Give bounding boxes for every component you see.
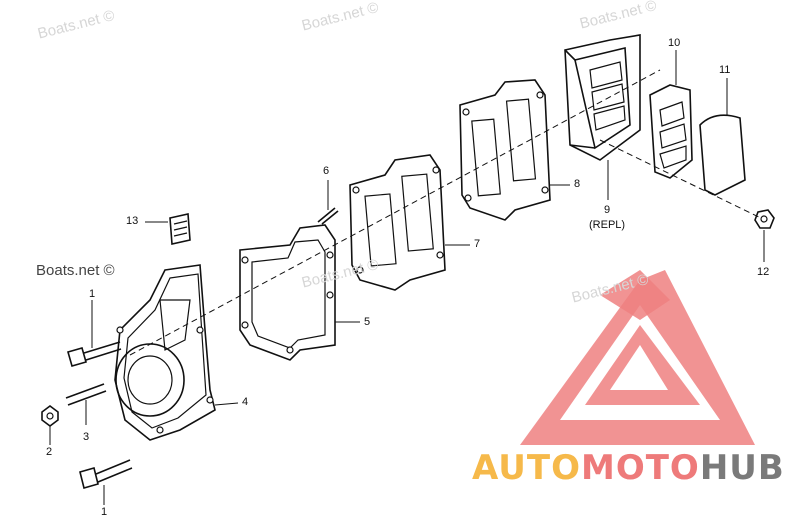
autumotohub-logo-mark [520,270,755,445]
part-6-screw [317,180,339,225]
callout-12: 12 [757,266,770,278]
part-1-bolt-top [67,300,122,367]
brand-wordmark: AUTOMOTOHUB [472,448,785,488]
callout-9-note: (REPL) [589,219,626,231]
brand-part-moto: MOTO [580,448,700,488]
brand-part-hub: HUB [699,448,785,488]
part-10-reed-petal [649,50,693,179]
callout-11: 11 [719,64,731,76]
part-13-plate [145,213,191,245]
assembly-centerline [129,69,661,356]
callout-6: 6 [323,165,330,177]
assembly-centerline-lower [599,139,766,221]
part-12-screw [754,209,775,262]
brand-part-auto: AUTO [472,448,581,488]
callout-1-top: 1 [89,288,96,300]
callout-4: 4 [242,396,249,408]
callout-5: 5 [364,316,371,328]
watermark-text-strong: Boats.net © [36,262,115,279]
callout-2: 2 [46,446,53,458]
part-7-reed-plate [349,154,470,291]
callout-9: 9 [604,204,611,216]
callout-1-bottom: 1 [101,506,108,518]
part-9-reed-block [564,34,641,200]
part-5-gasket [239,224,360,361]
part-1-bolt-bottom [79,459,133,505]
part-4-adapter-housing [114,264,239,441]
callout-8: 8 [574,178,581,190]
callout-7: 7 [474,238,481,250]
part-2-nut [41,405,59,445]
callout-10: 10 [668,37,681,49]
callout-13: 13 [126,215,139,227]
callout-3: 3 [83,431,90,443]
part-11-reed-stop [699,78,746,196]
part-3-stud [65,383,107,425]
part-8-gasket [459,79,570,221]
